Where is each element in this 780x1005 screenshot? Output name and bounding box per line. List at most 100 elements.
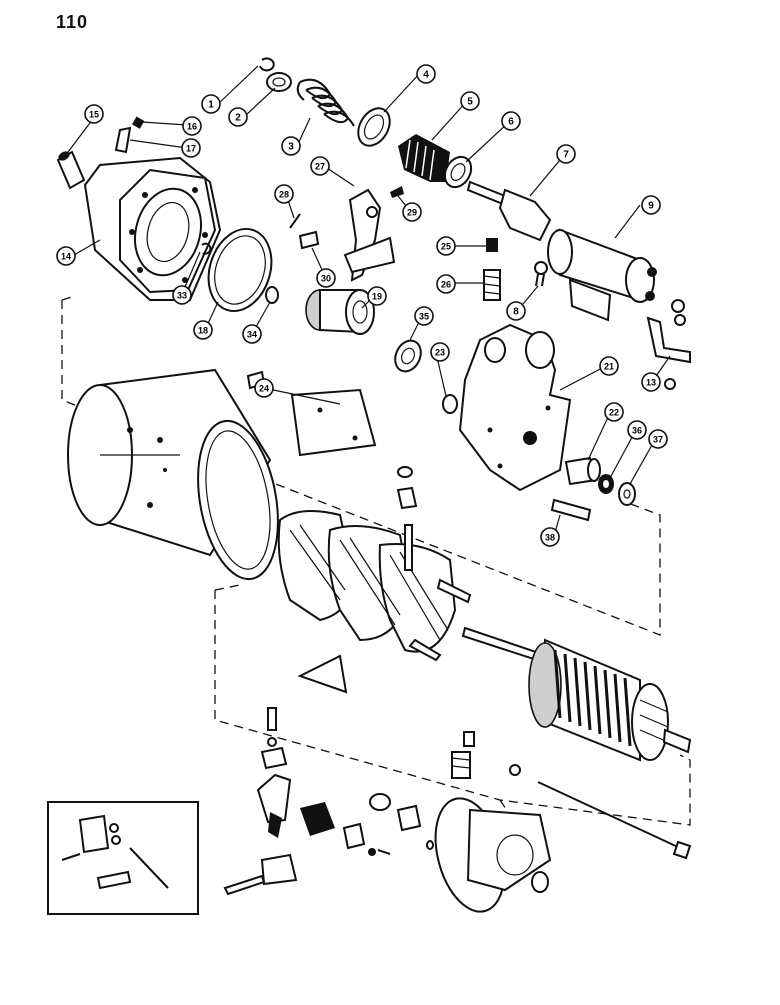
callout-label: 6	[508, 117, 514, 128]
callout-circle	[274, 184, 294, 204]
callout-16: 16	[182, 116, 202, 136]
inset-box	[47, 801, 199, 915]
callout-label: 9	[648, 201, 654, 212]
callout-circle	[56, 246, 76, 266]
callout-circle	[436, 236, 456, 256]
callout-label: 17	[186, 144, 196, 154]
callout-circle	[599, 356, 619, 376]
spring-25-part	[486, 238, 498, 252]
nut-parts	[396, 466, 418, 510]
callout-23: 23	[430, 342, 450, 362]
pole-shoe-part	[290, 388, 377, 457]
callout-circle	[436, 274, 456, 294]
triangle-symbol	[297, 654, 348, 694]
callout-27: 27	[310, 156, 330, 176]
callout-38: 38	[540, 527, 560, 547]
washer-34-part	[265, 286, 279, 304]
callout-label: 27	[315, 162, 325, 172]
drive-housing-part	[83, 156, 222, 301]
callout-18: 18	[193, 320, 213, 340]
callout-label: 30	[321, 274, 331, 284]
plunger-part	[466, 180, 552, 242]
callout-21: 21	[599, 356, 619, 376]
callout-label: 19	[372, 292, 382, 302]
bolt-38-part	[550, 498, 592, 522]
callout-circle	[627, 420, 647, 440]
gasket-part	[207, 227, 273, 313]
pin-30-part	[298, 230, 320, 250]
callout-circle	[501, 111, 521, 131]
ring-part	[357, 107, 391, 147]
plug-16-part	[132, 116, 145, 129]
callout-label: 25	[441, 242, 451, 252]
callout-circle	[242, 324, 262, 344]
callout-30: 30	[316, 268, 336, 288]
callout-label: 8	[513, 307, 519, 318]
pin-28-part	[289, 213, 301, 229]
callout-19: 19	[367, 286, 387, 306]
callout-circle	[641, 372, 661, 392]
callout-circle	[310, 156, 330, 176]
callout-8: 8	[506, 301, 526, 321]
callout-33: 33	[172, 285, 192, 305]
callout-7: 7	[556, 144, 576, 164]
washer-35-part	[394, 339, 422, 373]
callout-circle	[181, 138, 201, 158]
commutator-end-plate-part	[426, 797, 552, 913]
callout-label: 26	[441, 280, 451, 290]
callout-label: 3	[288, 142, 294, 153]
callout-label: 24	[259, 384, 269, 394]
plug-23-part	[442, 394, 458, 414]
callout-14: 14	[56, 246, 76, 266]
callout-circle	[416, 64, 436, 84]
brush-spring-parts	[342, 731, 521, 856]
callout-circle	[414, 306, 434, 326]
field-coils-part	[277, 510, 472, 662]
callout-22: 22	[604, 402, 624, 422]
callouts: 1234567891314151617181921222324252627282…	[56, 64, 668, 547]
strap-part	[646, 299, 691, 390]
callout-label: 29	[407, 208, 417, 218]
callout-4: 4	[416, 64, 436, 84]
callout-label: 36	[632, 426, 642, 436]
callout-circle	[430, 342, 450, 362]
callout-label: 34	[247, 330, 257, 340]
callout-circle	[506, 301, 526, 321]
callout-circle	[84, 104, 104, 124]
callout-label: 15	[89, 110, 99, 120]
spring-26-part	[483, 269, 501, 301]
callout-29: 29	[402, 202, 422, 222]
callout-circle	[367, 286, 387, 306]
spring-part	[296, 78, 355, 127]
callout-label: 33	[177, 291, 187, 301]
callout-34: 34	[242, 324, 262, 344]
callout-24: 24	[254, 378, 274, 398]
callout-28: 28	[274, 184, 294, 204]
callout-35: 35	[414, 306, 434, 326]
shift-lever-part	[343, 188, 396, 282]
callout-circle	[556, 144, 576, 164]
bolt-17-part	[114, 126, 132, 154]
callout-circle	[648, 429, 668, 449]
callout-label: 1	[208, 100, 214, 111]
armature-part	[461, 626, 692, 762]
callout-circle	[228, 107, 248, 127]
callout-circle	[193, 320, 213, 340]
callout-36: 36	[627, 420, 647, 440]
snap-ring-part	[259, 57, 275, 72]
drive-pinion-part	[305, 289, 375, 335]
callout-circle	[316, 268, 336, 288]
cup-washer-part	[266, 72, 292, 92]
through-bolt-part	[537, 781, 692, 860]
washer-36-part	[598, 474, 614, 494]
boot-part	[398, 134, 450, 182]
callout-circle	[460, 91, 480, 111]
callout-17: 17	[181, 138, 201, 158]
washer-37-part	[618, 482, 636, 506]
callout-3: 3	[281, 136, 301, 156]
callout-circle	[540, 527, 560, 547]
bushing-22-part	[564, 456, 601, 486]
callout-label: 22	[609, 408, 619, 418]
callout-circle	[201, 94, 221, 114]
